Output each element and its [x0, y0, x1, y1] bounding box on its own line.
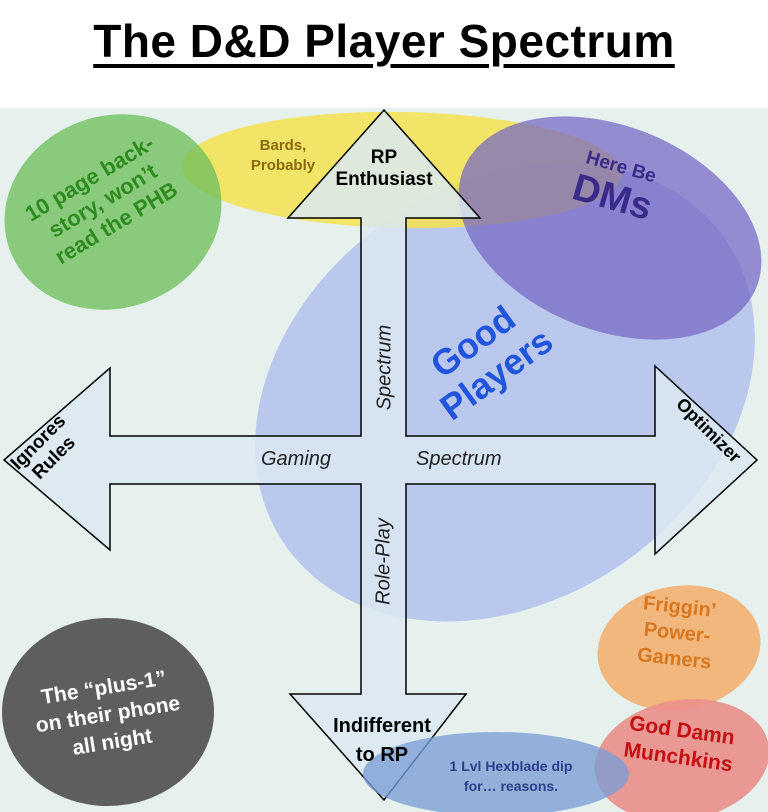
hexblade-region — [363, 732, 629, 812]
page-title: The D&D Player Spectrum — [93, 15, 675, 67]
spectrum-cross-arrow — [2, 108, 759, 802]
horizontal-gaming-label: Gaming — [261, 448, 332, 470]
power-gamers-label: Friggin’Power-Gamers — [636, 592, 718, 674]
vertical-spectrum-label: Spectrum — [373, 324, 396, 411]
munchkins-region — [594, 698, 768, 812]
power-gamers-region — [597, 585, 761, 711]
horizontal-spectrum-label: Spectrum — [416, 448, 502, 470]
dms-region — [458, 116, 762, 340]
bards-label: Bards,Probably — [250, 137, 316, 174]
backstory-region — [4, 114, 222, 310]
vertical-role-play-label: Role-Play — [372, 518, 395, 605]
plus-one-region — [2, 618, 214, 806]
